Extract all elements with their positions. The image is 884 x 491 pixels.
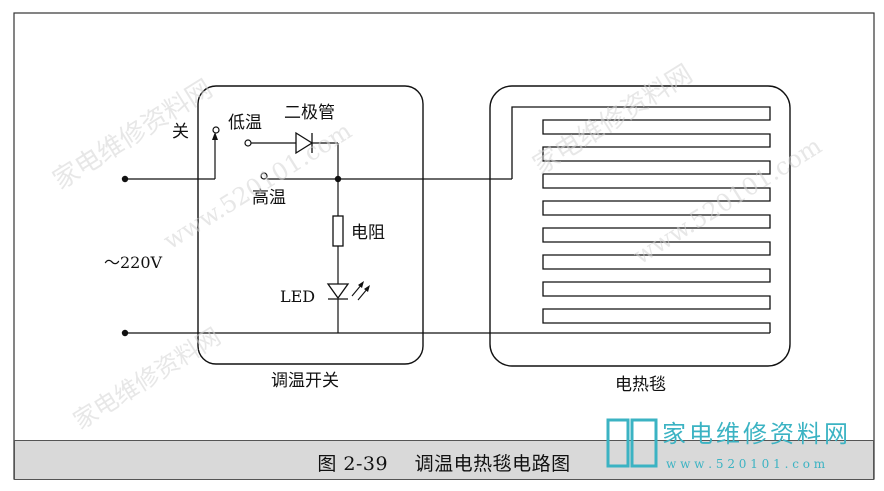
switch-arrow <box>212 132 218 140</box>
site-logo: 家电维修资料网 w w w . 5 2 0 1 0 1 . c o m <box>606 418 851 471</box>
led-ray-1-head <box>358 281 364 288</box>
label-low-temp: 低温 <box>228 113 262 133</box>
contact-high <box>260 172 268 180</box>
logo-site-cn: 家电维修资料网 <box>662 420 851 448</box>
led-ray-2-head <box>364 285 370 292</box>
switch-box <box>197 85 424 365</box>
watermark-cn-3: 家电维修资料网 <box>68 322 225 435</box>
switch-contact-off <box>212 126 220 134</box>
label-led: LED <box>280 287 315 306</box>
label-blanket: 电热毯 <box>615 375 666 395</box>
led-symbol <box>326 283 350 300</box>
label-diode: 二极管 <box>284 103 335 123</box>
caption-number: 图 2-39 <box>317 453 389 475</box>
watermark-group: 家电维修资料网 www.520101.com 家电维修资料网 www.52010… <box>48 59 827 435</box>
logo-site-url: w w w . 5 2 0 1 0 1 . c o m <box>666 457 826 471</box>
label-supply: ～220V <box>104 253 163 272</box>
contact-low <box>244 139 252 147</box>
diode-symbol <box>295 131 314 155</box>
heating-element <box>511 106 771 333</box>
label-switch-off: 关 <box>172 122 189 142</box>
blanket-box <box>489 85 791 367</box>
watermark-cn-1: 家电维修资料网 <box>48 74 218 196</box>
label-high-temp: 高温 <box>252 188 286 208</box>
logo-book-icon <box>606 418 658 468</box>
label-resistor: 电阻 <box>351 223 385 243</box>
caption-bar: 图 2-39 调温电热毯电路图 <box>14 440 874 480</box>
label-switch-box: 调温开关 <box>271 371 339 391</box>
caption-title: 调温电热毯电路图 <box>414 453 571 475</box>
resistor-symbol <box>332 215 344 247</box>
figure-caption: 图 2-39 调温电热毯电路图 <box>15 449 873 476</box>
